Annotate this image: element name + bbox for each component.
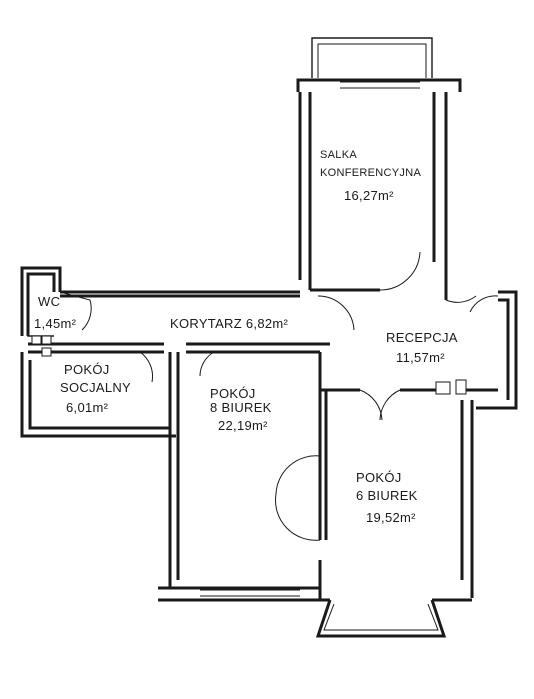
social-room-label-line2: SOCJALNY bbox=[60, 380, 131, 395]
corridor-label: KORYTARZ 6,82m² bbox=[170, 316, 289, 331]
reception-walls bbox=[320, 290, 518, 421]
room-8-desks-walls bbox=[158, 351, 328, 602]
corridor-walls bbox=[20, 266, 355, 354]
social-room-area: 6,01m² bbox=[66, 400, 109, 415]
social-room-walls bbox=[20, 335, 176, 438]
wc-area: 1,45m² bbox=[34, 316, 77, 331]
room-6-label-line2: 6 BIUREK bbox=[356, 488, 418, 503]
salka-label-line1: SALKA bbox=[320, 149, 357, 161]
room-6-area: 19,52m² bbox=[366, 510, 416, 525]
room-6-desks-walls bbox=[315, 379, 474, 638]
wc-label: WC bbox=[38, 294, 60, 309]
social-room-label-line1: POKÓJ bbox=[64, 362, 110, 377]
conference-room-walls bbox=[296, 37, 462, 300]
salka-area: 16,27m² bbox=[344, 188, 394, 203]
reception-label: RECEPCJA bbox=[386, 330, 458, 345]
room-8-label-line2: 8 BIUREK bbox=[210, 400, 272, 415]
salka-label-line2: KONFERENCYJNA bbox=[320, 167, 421, 179]
room-8-label-line1: POKÓJ bbox=[210, 386, 256, 401]
room-6-label-line1: POKÓJ bbox=[356, 470, 402, 485]
reception-area: 11,57m² bbox=[396, 350, 445, 365]
room-8-area: 22,19m² bbox=[218, 418, 268, 433]
